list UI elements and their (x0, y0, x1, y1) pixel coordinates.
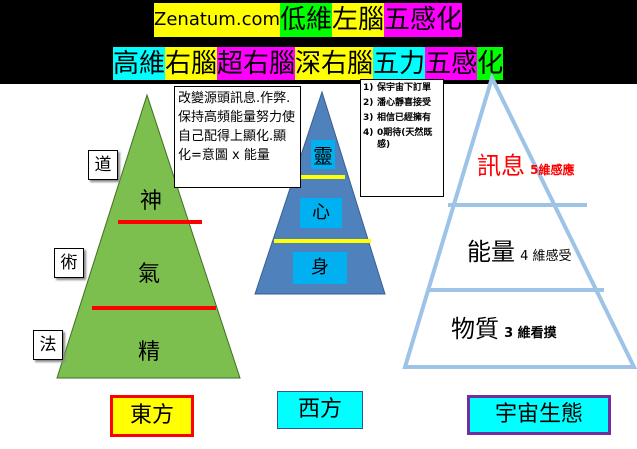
side-label-dao: 道 (88, 150, 118, 180)
title-line-2: 高維 右腦 超右腦 深右腦 五力 五感 化 (113, 47, 504, 80)
list-item-text: 潘心靜喜接受 (377, 98, 432, 108)
east-level-qi: 氣 (138, 262, 161, 287)
list-item-number: 2) (363, 98, 374, 108)
east-level-jing: 精 (138, 340, 161, 365)
list-item-number: 4) (363, 128, 374, 138)
list-item-number: 1) (363, 83, 374, 93)
manifestation-steps: 1) 保宇宙下訂單 2) 潘心靜喜接受 3) 相信已經擁有 4) 0期待(天然既… (360, 79, 444, 197)
title-seg: 化 (477, 47, 504, 80)
list-item-text: 相信已經擁有 (377, 113, 432, 123)
west-level-xin: 心 (300, 198, 342, 228)
title-seg: 深右腦 (295, 47, 374, 80)
list-item: 1) 保宇宙下訂單 (363, 82, 441, 94)
west-pyramid (254, 90, 386, 295)
title-seg: 超右腦 (217, 47, 296, 80)
west-level-shen: 身 (293, 252, 347, 284)
universe-caption: 宇宙生態 (467, 395, 611, 435)
universe-level-matter: 物質 3 維看摸 (451, 309, 557, 344)
title-seg: 高維 (113, 47, 166, 80)
title-seg: 低維 (280, 3, 333, 37)
list-item: 2) 潘心靜喜接受 (363, 97, 441, 109)
manifestation-note: 改變源頭訊息.作弊.保持高頻能量努力使自己配得上顯化.顯化=意圖 x 能量 (174, 86, 301, 188)
universe-level-main: 物質 (451, 315, 499, 343)
title-seg: 右腦 (165, 47, 218, 80)
list-item-text: 保宇宙下訂單 (377, 83, 432, 93)
universe-level-message: 訊息 5維感應 (477, 146, 574, 181)
side-label-fa: 法 (33, 330, 63, 360)
title-seg: Zenatum.com (154, 3, 281, 37)
title-seg: 左腦 (332, 3, 385, 37)
side-label-shu: 術 (54, 248, 84, 278)
title-seg: 五感 (425, 47, 478, 80)
east-level-shen: 神 (140, 189, 163, 214)
universe-pyramid (402, 72, 637, 369)
west-level-ling: 靈 (311, 140, 335, 169)
title-band: Zenatum.com 低維 左腦 五感化 高維 右腦 超右腦 深右腦 五力 五… (0, 0, 637, 84)
universe-level-sub: 5維感應 (530, 163, 575, 177)
universe-level-main: 訊息 (477, 152, 525, 180)
title-seg: 五感化 (384, 3, 463, 37)
list-item-number: 3) (363, 113, 374, 123)
universe-level-sub: 3 維看摸 (504, 326, 557, 341)
list-item: 4) 0期待(天然既感) (363, 127, 441, 151)
list-item-text: 0期待(天然既感) (377, 128, 433, 150)
title-line-1: Zenatum.com 低維 左腦 五感化 (154, 3, 463, 37)
universe-level-energy: 能量 4 維感受 (467, 232, 572, 267)
list-item: 3) 相信已經擁有 (363, 112, 441, 124)
east-caption: 東方 (110, 395, 194, 437)
universe-level-sub: 4 維感受 (520, 249, 572, 264)
universe-level-main: 能量 (467, 238, 515, 266)
west-caption: 西方 (277, 391, 363, 429)
title-seg: 五力 (373, 47, 426, 80)
